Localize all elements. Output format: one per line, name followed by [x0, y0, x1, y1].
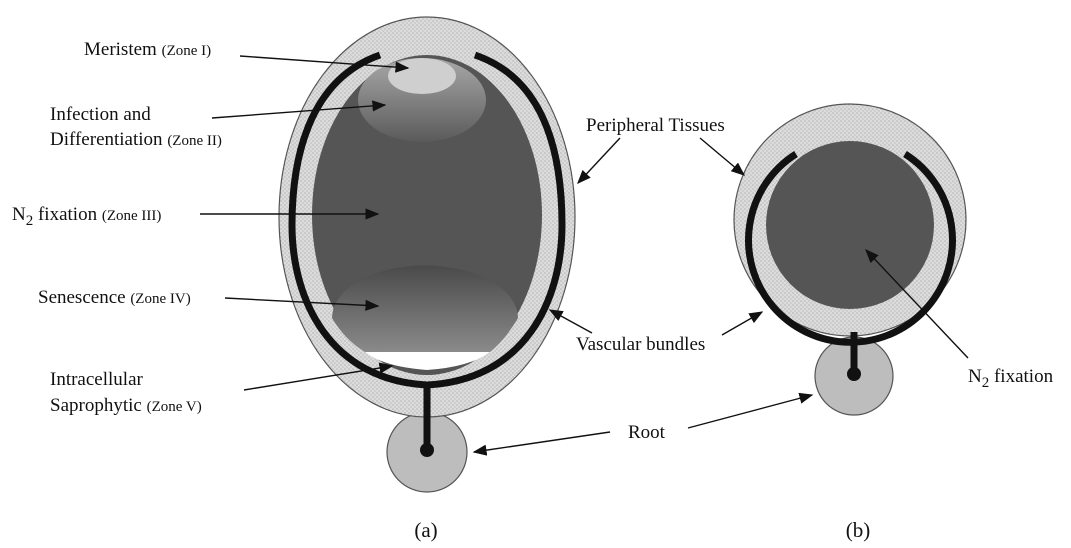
label-n2-fixation-b: N2 fixation [968, 366, 1054, 391]
label-saprophytic-line2: Saprophytic (Zone V) [50, 395, 202, 416]
meristem-tissue [388, 58, 456, 94]
label-meristem: Meristem (Zone I) [84, 39, 211, 60]
arrow-root-b [688, 395, 812, 428]
nodule-b [734, 104, 966, 415]
infected-tissue-b [766, 141, 934, 309]
label-infection-line1: Infection and [50, 104, 151, 125]
label-peripheral-tissues: Peripheral Tissues [586, 115, 725, 136]
caption-a: (a) [414, 518, 437, 542]
arrow-vascular-a [550, 310, 592, 333]
label-n2-fixation-a: N2 fixation (Zone III) [12, 204, 161, 229]
caption-b: (b) [846, 518, 871, 542]
label-vascular-bundles: Vascular bundles [576, 334, 705, 355]
arrow-root-a [474, 432, 610, 452]
arrow-vascular-b [722, 312, 762, 335]
nodule-a [279, 17, 575, 492]
label-senescence: Senescence (Zone IV) [38, 287, 191, 308]
label-saprophytic-line1: Intracellular [50, 369, 144, 390]
arrow-peripheral-b [700, 138, 744, 175]
arrow-peripheral-a [578, 138, 620, 183]
label-infection-line2: Differentiation (Zone II) [50, 129, 222, 150]
vascular-dot-a [420, 443, 434, 457]
vascular-dot-b [847, 367, 861, 381]
label-root: Root [628, 422, 666, 443]
